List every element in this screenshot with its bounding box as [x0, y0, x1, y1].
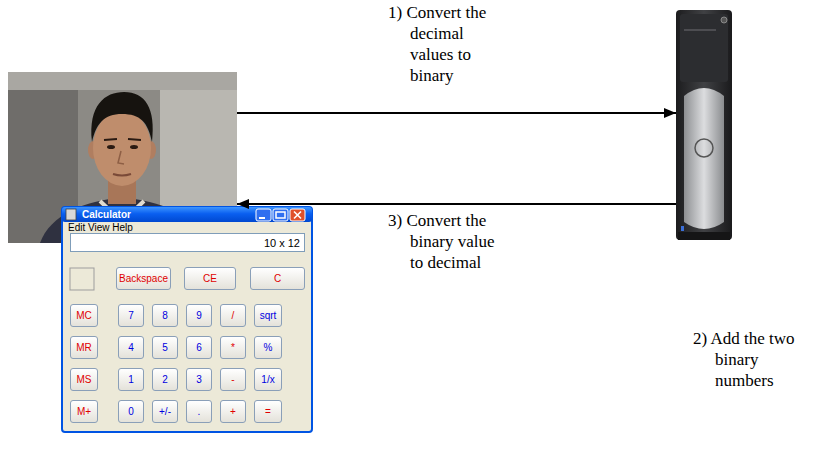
button-label: 1: [128, 374, 134, 386]
menu-bar: Edit View Help: [68, 222, 318, 233]
calculator-button: 4: [118, 336, 144, 359]
button-label: *: [231, 342, 235, 354]
flow-arrow: [237, 203, 676, 205]
calculator-button: M+: [70, 400, 98, 423]
button-label: 7: [128, 310, 134, 322]
calculator-button: 6: [186, 336, 212, 359]
calculator-button: 7: [118, 304, 144, 327]
calculator-button: CE: [184, 267, 236, 290]
nose: [118, 151, 124, 164]
button-label: .: [198, 406, 201, 418]
eyebrows: [104, 139, 141, 140]
logo-badge: [695, 139, 713, 157]
calculator-button: Backspace: [116, 267, 171, 290]
button-label: 8: [162, 310, 168, 322]
button-label: /: [232, 310, 235, 322]
tower-base: [678, 232, 730, 240]
calculator-button: =: [254, 400, 282, 423]
calculator-button: *: [220, 336, 246, 359]
calculator-button: +/-: [152, 400, 178, 423]
button-label: MC: [76, 310, 92, 322]
photo-shadow: [8, 72, 78, 243]
button-label: -: [231, 374, 234, 386]
eye: [130, 145, 138, 149]
window-frame: [62, 207, 312, 432]
front-bezel: [684, 88, 724, 229]
eye: [107, 145, 115, 149]
calculator-button: MS: [70, 368, 98, 391]
button-label: 5: [162, 342, 168, 354]
memory-indicator: [70, 268, 94, 290]
calculator-button: -: [220, 368, 246, 391]
button-label: 1/x: [261, 374, 274, 386]
minimize-button: [256, 209, 271, 221]
calculator-button: MC: [70, 304, 98, 327]
button-label: 9: [196, 310, 202, 322]
button-label: MS: [77, 374, 92, 386]
photo-ceiling: [8, 72, 237, 90]
computer-tower: 2) Add the two binary numbers: [676, 10, 732, 240]
button-label: 6: [196, 342, 202, 354]
calculator-button: sqrt: [254, 304, 282, 327]
calculator-button: %: [254, 336, 282, 359]
computer-tower: [676, 10, 732, 240]
calculator-button: C: [250, 267, 305, 290]
tower-body: [676, 10, 732, 240]
calculator-display: 10 x 12: [70, 233, 305, 252]
calculator-button: 1/x: [254, 368, 282, 391]
step-label: 1) Convert the decimal values to binary: [388, 2, 508, 86]
button-label: =: [265, 406, 271, 418]
power-button: [721, 17, 727, 23]
calculator-button: 5: [152, 336, 178, 359]
calculator-button: 2: [152, 368, 178, 391]
connectors: [237, 113, 676, 204]
display-value: 10 x 12: [264, 237, 300, 249]
button-label: M+: [77, 406, 91, 418]
calculator-button: /: [220, 304, 246, 327]
button-label: 2: [162, 374, 168, 386]
maximize-button: [273, 209, 288, 221]
button-label: +: [230, 406, 236, 418]
calculator-button: 8: [152, 304, 178, 327]
calculator-button: 3: [186, 368, 212, 391]
button-label: C: [274, 273, 281, 285]
button-label: CE: [203, 273, 217, 285]
tower-top-panel: [680, 14, 728, 82]
status-led: [681, 226, 684, 231]
calculator-button: .: [186, 400, 212, 423]
minimize-glyph: [259, 217, 265, 219]
calculator-button: 9: [186, 304, 212, 327]
face: [93, 110, 151, 186]
calculator-button: +: [220, 400, 246, 423]
close-glyph: [294, 212, 301, 219]
button-label: 0: [128, 406, 134, 418]
window-icon: [66, 209, 76, 220]
mouth: [113, 174, 131, 176]
button-label: 4: [128, 342, 134, 354]
calculator-window: CalculatorEdit View Help10 x 12Backspace…: [62, 207, 312, 432]
close-button: [290, 209, 305, 221]
flow-arrow: [237, 112, 676, 114]
calculator-window: [62, 207, 312, 432]
step-label: 2) Add the two binary numbers: [693, 328, 813, 391]
button-label: Backspace: [119, 273, 168, 285]
maximize-glyph: [276, 212, 285, 218]
button-label: sqrt: [260, 310, 277, 322]
button-label: +/-: [159, 406, 171, 418]
button-label: %: [264, 342, 273, 354]
button-label: 3: [196, 374, 202, 386]
hair: [91, 92, 152, 142]
calculator-button: MR: [70, 336, 98, 359]
step-label: 3) Convert the binary value to decimal: [388, 210, 508, 273]
window-title: Calculator: [82, 207, 332, 222]
drive-slot: [684, 29, 716, 31]
button-label: MR: [76, 342, 92, 354]
calculator-button: 1: [118, 368, 144, 391]
calculator-button: 0: [118, 400, 144, 423]
